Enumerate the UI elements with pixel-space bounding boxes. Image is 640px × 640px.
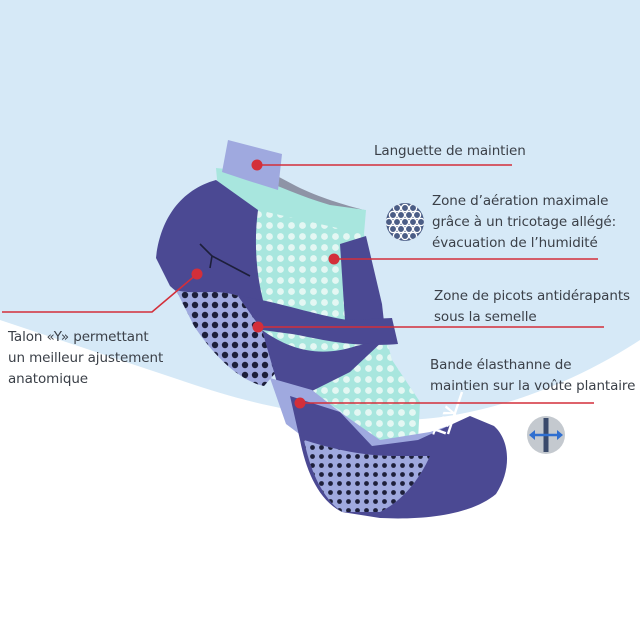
sock-arch-band-lower — [262, 330, 384, 392]
label-languette: Languette de maintien — [374, 143, 526, 159]
sock-instep-band — [340, 236, 386, 340]
honeycomb-mesh-icon — [386, 203, 424, 241]
label-bande: Bande élasthanne de maintien sur la voût… — [430, 357, 636, 394]
brand-underline — [446, 391, 464, 435]
label-aeration: Zone d’aération maximale grâce à un tric… — [432, 193, 617, 251]
callout-line-talon — [2, 273, 198, 313]
heel-y-lines — [199, 243, 251, 277]
label-talon: Talon «Y» permettant un meilleur ajustem… — [8, 329, 164, 387]
sock-arch-band — [238, 296, 398, 345]
label-picots: Zone de picots antidérapants sous la sem… — [434, 288, 630, 325]
stretch-arrows-icon — [527, 416, 565, 454]
sock-toe-grip-dots — [304, 440, 430, 512]
callout-lines — [2, 164, 604, 404]
sock-collar — [216, 168, 366, 234]
